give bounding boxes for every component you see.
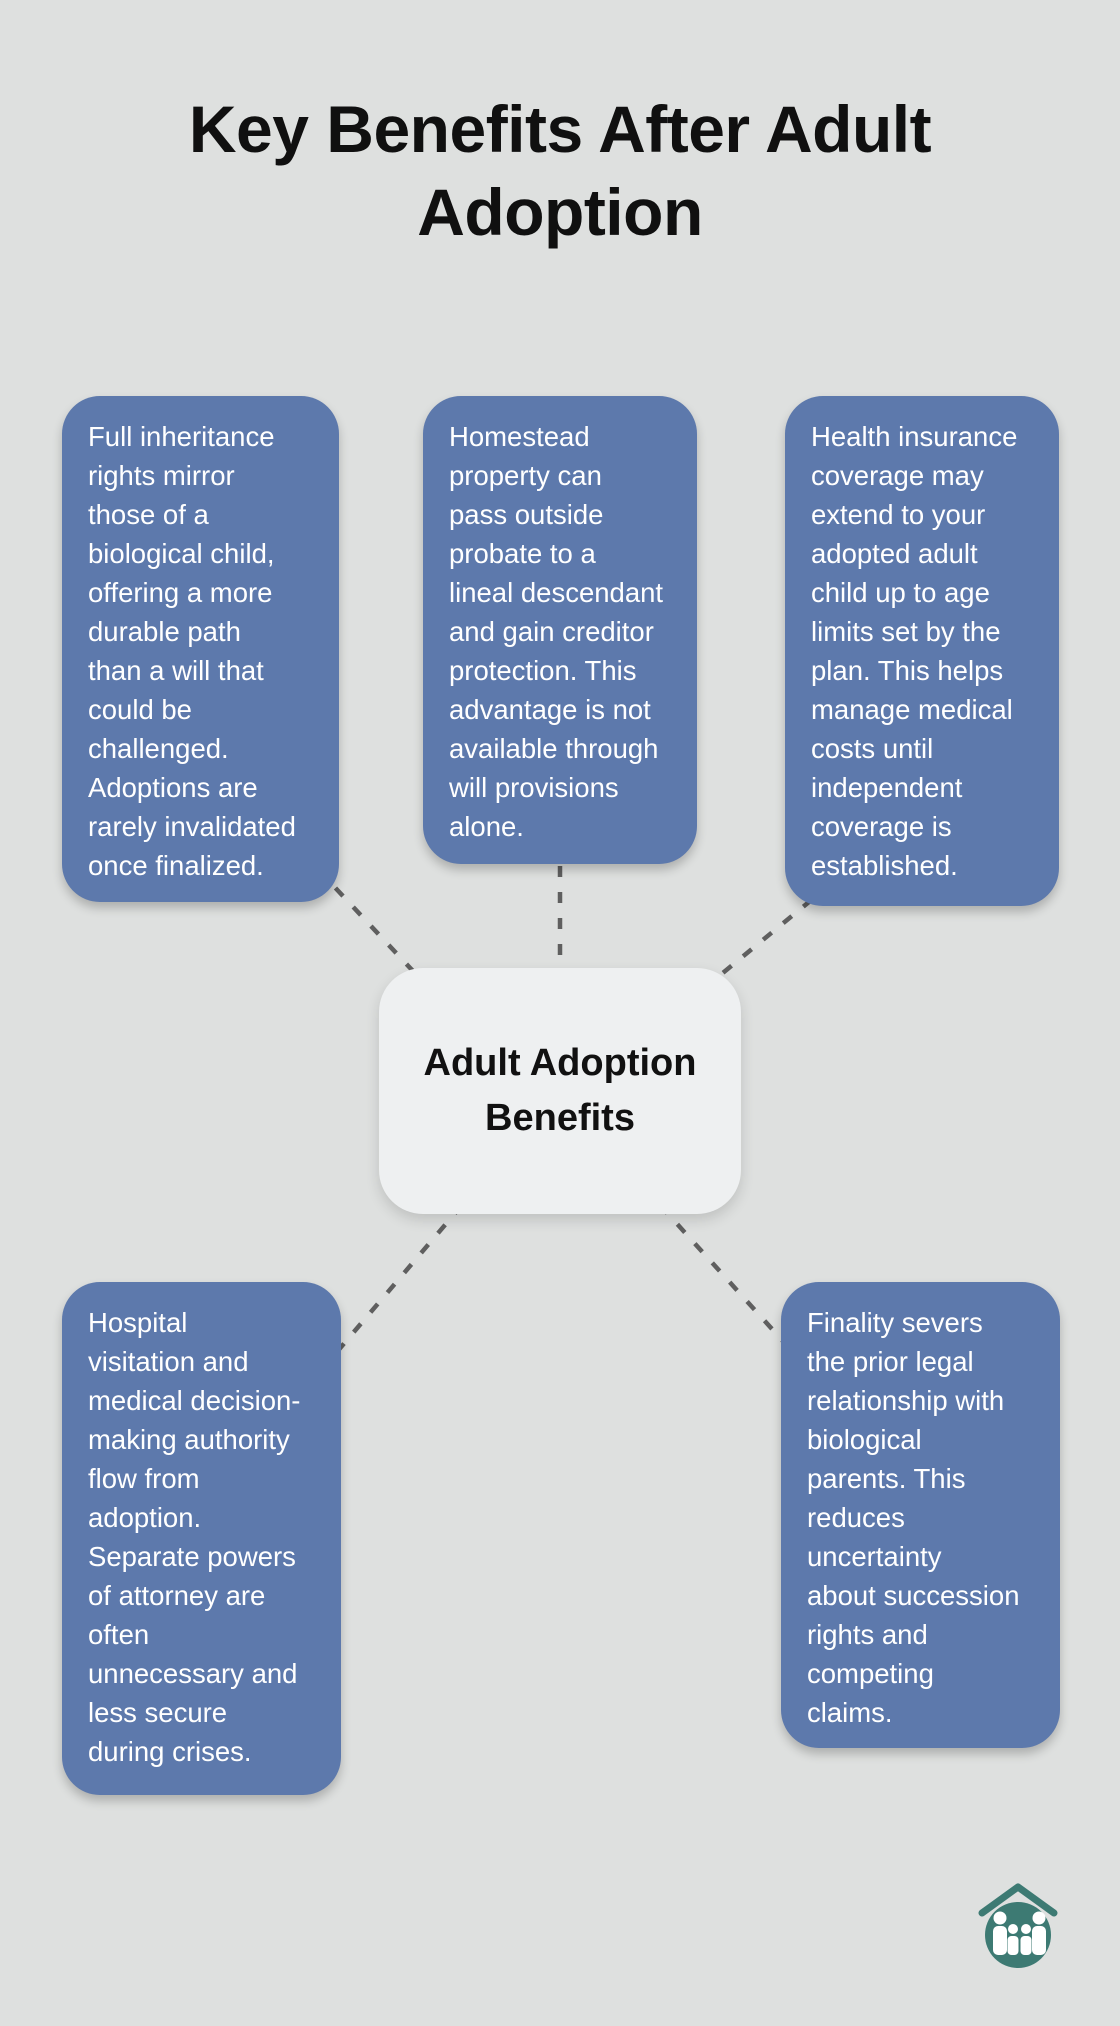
connector-line — [658, 1203, 802, 1362]
benefit-text: Hospital visitation and medical decision… — [88, 1307, 301, 1767]
roof-icon — [978, 1883, 1058, 1917]
benefit-text: Homestead property can pass outside prob… — [449, 421, 664, 842]
benefit-node-homestead: Homestead property can pass outside prob… — [423, 396, 697, 864]
family-home-logo-icon — [978, 1883, 1058, 1968]
benefit-node-finality: Finality severs the prior legal relation… — [781, 1282, 1060, 1748]
connector-line — [328, 1203, 464, 1362]
center-node: Adult Adoption Benefits — [379, 968, 741, 1214]
benefit-text: Health insurance coverage may extend to … — [811, 421, 1018, 881]
page-title: Key Benefits After Adult Adoption — [188, 92, 932, 249]
benefit-node-inheritance: Full inheritance rights mirror those of … — [62, 396, 339, 902]
benefit-text: Finality severs the prior legal relation… — [807, 1307, 1020, 1728]
benefit-text: Full inheritance rights mirror those of … — [88, 421, 296, 881]
center-node-label: Adult Adoption Benefits — [423, 1041, 697, 1139]
benefit-node-hospital-visitation: Hospital visitation and medical decision… — [62, 1282, 341, 1795]
benefit-node-health-insurance: Health insurance coverage may extend to … — [785, 396, 1059, 906]
